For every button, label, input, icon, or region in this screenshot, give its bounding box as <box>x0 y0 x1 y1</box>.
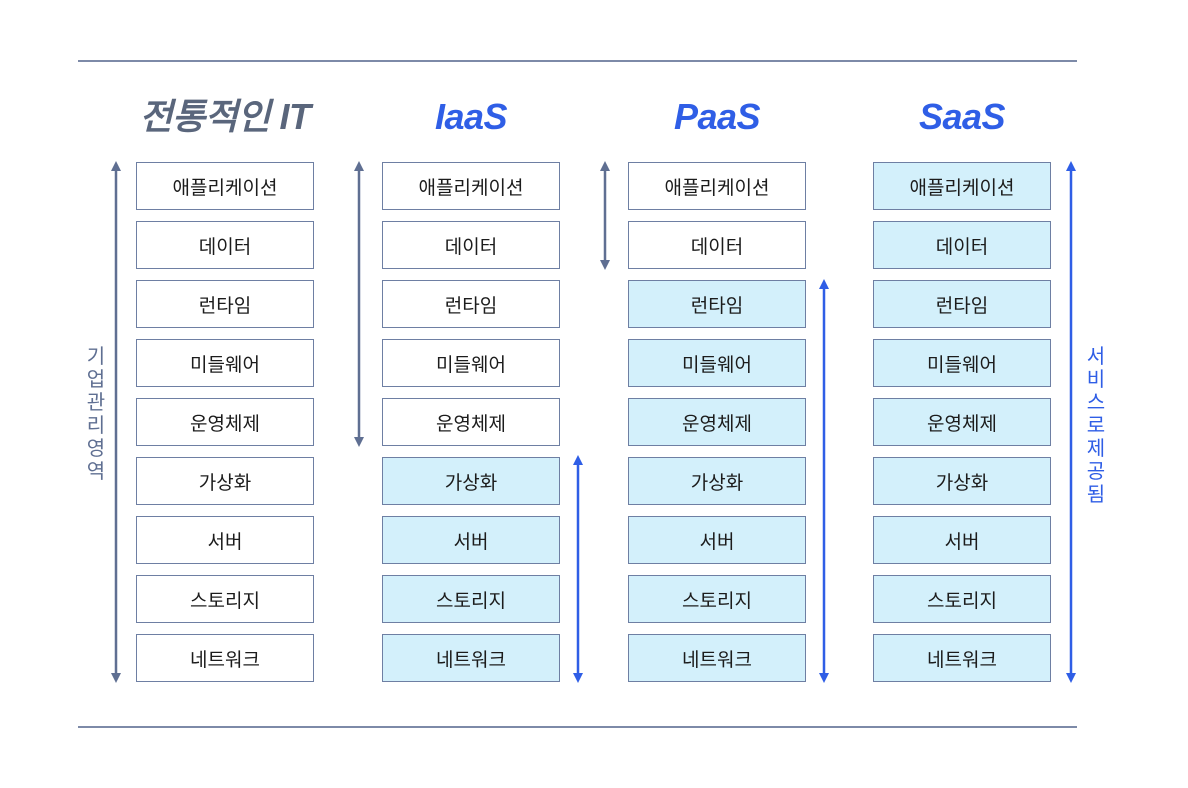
layer-box: 네트워크 <box>382 634 560 682</box>
layer-box: 미들웨어 <box>873 339 1051 387</box>
layer-box: 서버 <box>628 516 806 564</box>
layer-box: 서버 <box>382 516 560 564</box>
layer-box: 네트워크 <box>628 634 806 682</box>
layer-box: 데이터 <box>136 221 314 269</box>
layer-box: 가상화 <box>628 457 806 505</box>
layer-box: 네트워크 <box>873 634 1051 682</box>
layer-box: 런타임 <box>382 280 560 328</box>
layer-box: 서버 <box>873 516 1051 564</box>
layer-box: 운영체제 <box>136 398 314 446</box>
layer-box: 가상화 <box>382 457 560 505</box>
layer-box: 운영체제 <box>873 398 1051 446</box>
layer-box: 미들웨어 <box>382 339 560 387</box>
layer-box: 서버 <box>136 516 314 564</box>
title-saas: SaaS <box>918 96 1006 137</box>
layer-box: 미들웨어 <box>628 339 806 387</box>
top-divider <box>78 60 1077 62</box>
layer-box: 애플리케이션 <box>136 162 314 210</box>
layer-box: 미들웨어 <box>136 339 314 387</box>
title-traditional-it: 전통적인 IT <box>139 96 311 137</box>
layer-box: 데이터 <box>873 221 1051 269</box>
layer-box: 런타임 <box>873 280 1051 328</box>
layer-box: 애플리케이션 <box>628 162 806 210</box>
layer-box: 가상화 <box>136 457 314 505</box>
layer-box: 운영체제 <box>382 398 560 446</box>
layer-box: 운영체제 <box>628 398 806 446</box>
layer-box: 스토리지 <box>136 575 314 623</box>
layer-box: 스토리지 <box>873 575 1051 623</box>
title-paas: PaaS <box>673 96 761 137</box>
layer-box: 스토리지 <box>382 575 560 623</box>
title-iaas: IaaS <box>434 96 508 137</box>
layer-box: 데이터 <box>382 221 560 269</box>
managed-area-label: 기업관리 영역 <box>86 344 106 483</box>
layer-box: 스토리지 <box>628 575 806 623</box>
layer-box: 애플리케이션 <box>382 162 560 210</box>
layer-box: 데이터 <box>628 221 806 269</box>
layer-box: 네트워크 <box>136 634 314 682</box>
layer-box: 애플리케이션 <box>873 162 1051 210</box>
bottom-divider <box>78 726 1077 728</box>
layer-box: 런타임 <box>136 280 314 328</box>
provided-service-label: 서비스로 제공됨 <box>1086 344 1106 506</box>
layer-box: 런타임 <box>628 280 806 328</box>
layer-box: 가상화 <box>873 457 1051 505</box>
